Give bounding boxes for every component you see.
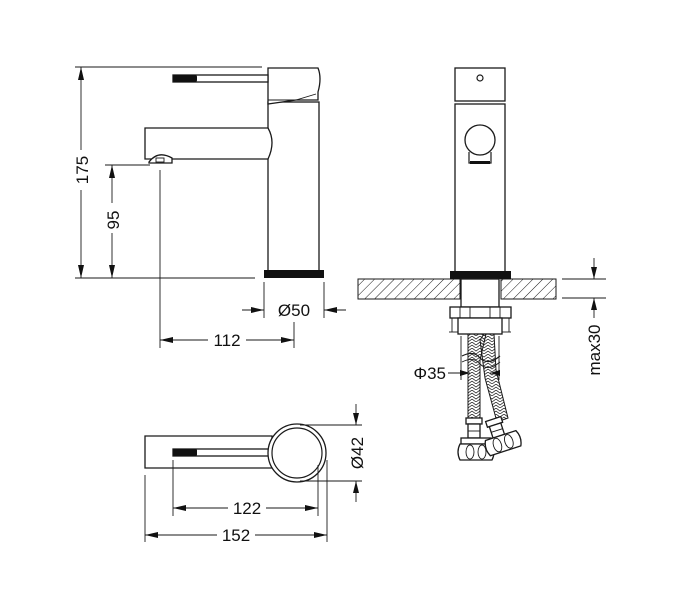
front-handle-head bbox=[454, 67, 506, 102]
fitting-right bbox=[484, 415, 522, 457]
dim-base-diameter: Ø50 bbox=[278, 301, 310, 320]
front-base-ring bbox=[450, 271, 511, 279]
fitting-left-collar bbox=[465, 417, 483, 425]
dim-total-height: 175 bbox=[73, 156, 92, 184]
top-body-outer bbox=[267, 423, 327, 483]
side-spout bbox=[144, 127, 273, 160]
top-view: Ø42 122 152 bbox=[144, 404, 367, 545]
front-shank bbox=[460, 278, 500, 308]
hose-right bbox=[479, 333, 509, 423]
dim-body-diameter: Ø42 bbox=[348, 437, 367, 469]
top-body-inner bbox=[271, 427, 323, 479]
front-mounting-nut bbox=[449, 306, 512, 319]
hose-left bbox=[467, 333, 487, 421]
side-aerator bbox=[148, 154, 173, 164]
front-view: Φ35 max30 bbox=[357, 67, 606, 461]
dim-hose-diameter: Φ35 bbox=[414, 364, 446, 383]
side-view: 175 95 Ø50 112 bbox=[72, 66, 346, 350]
front-indicator-dot bbox=[476, 74, 484, 82]
dim-spout-height: 95 bbox=[104, 211, 123, 230]
front-spout-end bbox=[464, 124, 496, 156]
top-lever-tip bbox=[173, 449, 197, 456]
dim-total-length: 152 bbox=[222, 526, 250, 545]
side-lever-tip bbox=[173, 75, 197, 82]
side-body-column bbox=[267, 101, 320, 273]
dim-lever-length: 122 bbox=[233, 499, 261, 518]
front-washer bbox=[457, 317, 503, 335]
side-base-ring bbox=[264, 270, 324, 278]
dim-spout-reach: 112 bbox=[213, 331, 240, 350]
side-handle-head bbox=[267, 67, 321, 105]
countertop-left bbox=[357, 278, 461, 300]
dim-max-counter-thickness: max30 bbox=[585, 324, 604, 375]
countertop-right bbox=[500, 278, 557, 300]
